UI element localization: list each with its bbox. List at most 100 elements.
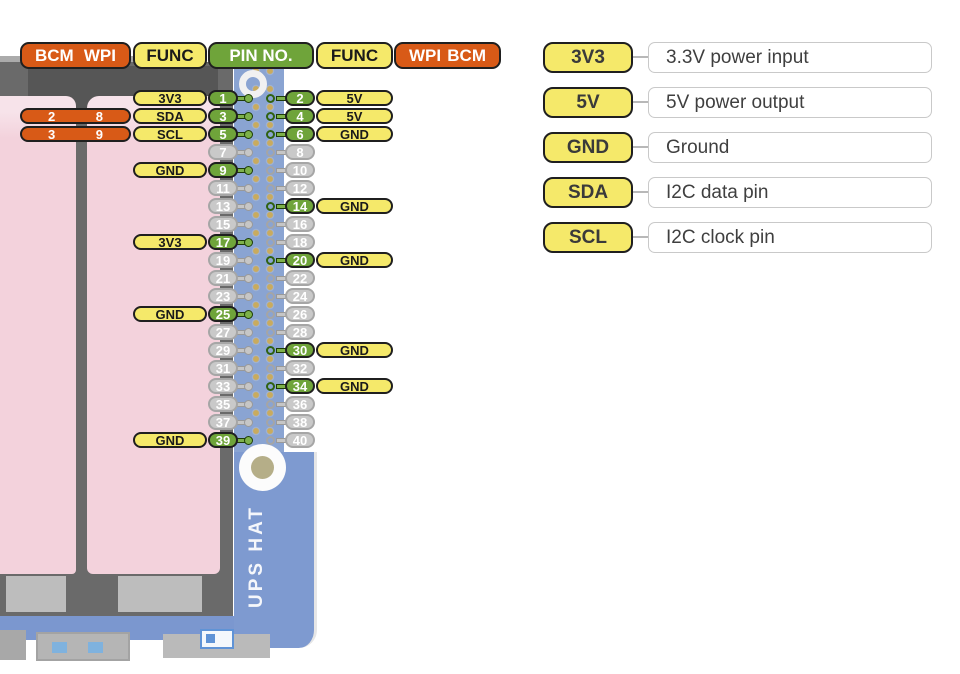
pin-marker-dot-left [244,111,253,121]
pin-number-right: 22 [285,270,315,286]
pin-marker-ring-right [266,201,275,211]
func-label-right: GND [316,126,393,142]
pin-number-left: 11 [208,180,238,196]
pin-number-right: 34 [285,378,315,394]
pin-marker-ring-right [266,327,275,337]
pin-row: 2 8 SDA 3 4 5V [0,108,960,124]
pin-number-left: 29 [208,342,238,358]
header-bcm-wpi-left: BCM WPI [20,42,131,69]
pin-number-right: 32 [285,360,315,376]
pin-row: 29 30 GND [0,342,960,358]
pin-marker-dot-left [244,399,253,409]
pin-number-left: 25 [208,306,238,322]
pin-marker-dot-left [244,93,253,103]
pin-number-right: 36 [285,396,315,412]
pin-number-right: 28 [285,324,315,340]
pin-number-right: 18 [285,234,315,250]
bcm-wpi-values: 2 8 [20,108,131,124]
legend-description-box: I2C clock pin [648,222,932,253]
pin-marker-ring-right [266,147,275,157]
func-label-right: GND [316,342,393,358]
pin-number-left: 37 [208,414,238,430]
legend-description-box: 5V power output [648,87,932,118]
func-label-left: GND [133,432,207,448]
pin-marker-ring-right [266,183,275,193]
pin-marker-ring-right [266,417,275,427]
pin-marker-ring-right [266,291,275,301]
pin-number-left: 33 [208,378,238,394]
pin-number-right: 4 [285,108,315,124]
legend-pill: SDA [543,177,633,208]
func-label-left: 3V3 [133,234,207,250]
pin-row: GND 9 10 [0,162,960,178]
pin-row: 23 24 [0,288,960,304]
pin-marker-dot-left [244,183,253,193]
pin-marker-ring-right [266,255,275,265]
func-label-left: SDA [133,108,207,124]
pin-row: 37 38 [0,414,960,430]
pin-number-left: 9 [208,162,238,178]
header-wpi-bcm-right: WPI BCM [394,42,501,69]
pin-number-left: 15 [208,216,238,232]
pin-number-right: 10 [285,162,315,178]
pin-row: 13 14 GND [0,198,960,214]
pin-number-left: 39 [208,432,238,448]
pin-number-right: 14 [285,198,315,214]
bcm-wpi-values: 3 9 [20,126,131,142]
pin-marker-ring-right [266,111,275,121]
pin-number-left: 35 [208,396,238,412]
pin-marker-dot-left [244,273,253,283]
battery-contact-left [6,576,66,612]
wpi-value: 9 [95,126,103,142]
func-label-left: SCL [133,126,207,142]
pin-row: 19 20 GND [0,252,960,268]
pin-number-right: 40 [285,432,315,448]
pin-marker-ring-right [266,219,275,229]
pin-row: 21 22 [0,270,960,286]
pin-marker-ring-right [266,129,275,139]
pin-marker-ring-right [266,399,275,409]
legend-connector-line [631,236,649,238]
legend-description-box: I2C data pin [648,177,932,208]
legend-row: SCL I2C clock pin [0,222,960,253]
pin-number-left: 3 [208,108,238,124]
header-bcm-right-label: BCM [447,46,486,65]
board-name-label: UPS HAT [246,505,267,609]
pin-number-right: 20 [285,252,315,268]
func-label-right: GND [316,378,393,394]
pin-number-right: 26 [285,306,315,322]
func-label-right: 5V [316,90,393,106]
pin-marker-dot-left [244,237,253,247]
legend-row: 5V 5V power output [0,87,960,118]
pin-marker-dot-left [244,363,253,373]
wpi-value: 8 [95,108,103,124]
pin-row: 3V3 1 2 5V [0,90,960,106]
pin-number-left: 13 [208,198,238,214]
pin-marker-ring-right [266,435,275,445]
pin-marker-dot-left [244,327,253,337]
pin-marker-dot-left [244,129,253,139]
pcb-label-box [200,629,234,649]
legend-connector-line [631,101,649,103]
legend-pill: GND [543,132,633,163]
func-label-left: GND [133,306,207,322]
legend-row: GND Ground [0,132,960,163]
pin-marker-dot-left [244,309,253,319]
pin-number-left: 1 [208,90,238,106]
pin-number-right: 30 [285,342,315,358]
pin-number-left: 5 [208,126,238,142]
legend-pill: 3V3 [543,42,633,73]
legend-connector-line [631,191,649,193]
legend-connector-line [631,146,649,148]
legend-row: 3V3 3.3V power input [0,42,960,73]
func-label-left: 3V3 [133,90,207,106]
pin-marker-dot-left [244,345,253,355]
pin-marker-ring-right [266,381,275,391]
pin-marker-dot-left [244,165,253,175]
legend-pill: SCL [543,222,633,253]
pin-number-right: 12 [285,180,315,196]
legend-description-box: 3.3V power input [648,42,932,73]
legend-description-box: Ground [648,132,932,163]
pin-marker-dot-left [244,435,253,445]
